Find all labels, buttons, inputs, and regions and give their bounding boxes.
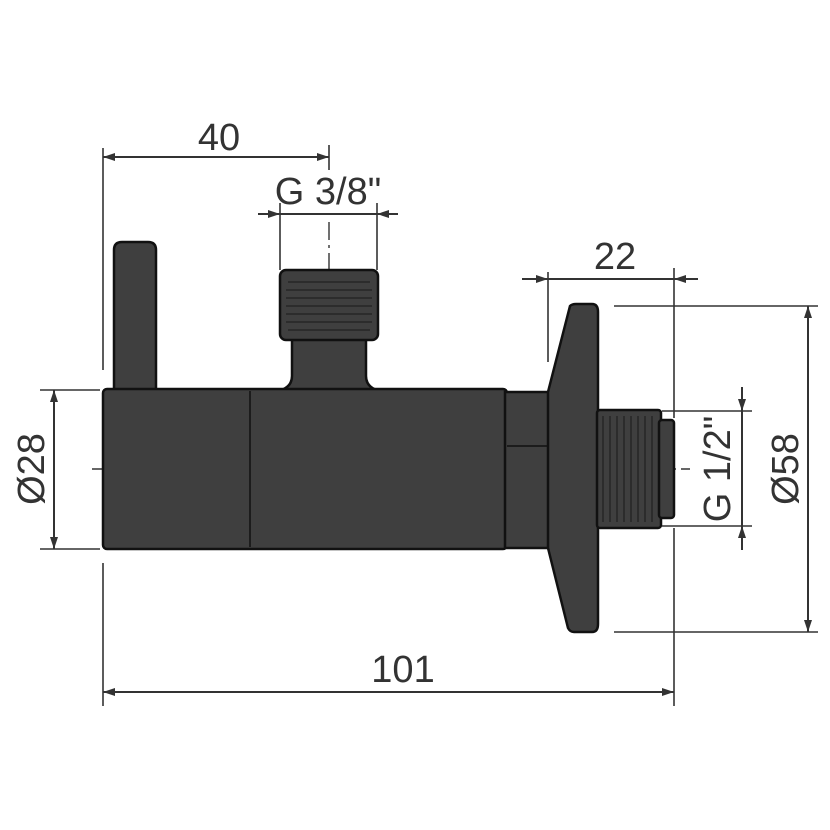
dimension-40-label: 40	[198, 117, 240, 159]
dimension-lines	[50, 153, 812, 696]
extension-lines	[40, 145, 818, 706]
valve-body	[101, 240, 676, 634]
dimension-g12-label: G 1/2"	[697, 416, 739, 522]
dimension-g38-arrow-left	[268, 210, 280, 218]
dimension-22-label: 22	[594, 236, 636, 278]
dimension-g12-arrow-bottom	[738, 526, 746, 538]
dimension-g38-label: G 3/8"	[275, 171, 381, 213]
inlet-thread-lines	[602, 416, 653, 522]
dimension-22-arrow-left	[536, 275, 548, 283]
dimension-g38-arrow-right	[377, 210, 389, 218]
inlet-thread-end	[657, 418, 676, 520]
body-collar	[503, 390, 553, 550]
main-body-cylinder	[101, 387, 509, 551]
dimension-d28-label: Ø28	[11, 433, 53, 505]
dimension-g12-arrow-top	[738, 399, 746, 411]
rosette-flange	[546, 302, 600, 634]
outlet-thread-lines	[286, 281, 372, 331]
handle-lever	[112, 240, 158, 398]
dimension-d58-label: Ø58	[765, 433, 807, 505]
dimension-22-arrow-right	[674, 275, 686, 283]
outlet-neck	[271, 334, 387, 394]
dimension-101-label: 101	[371, 649, 434, 691]
